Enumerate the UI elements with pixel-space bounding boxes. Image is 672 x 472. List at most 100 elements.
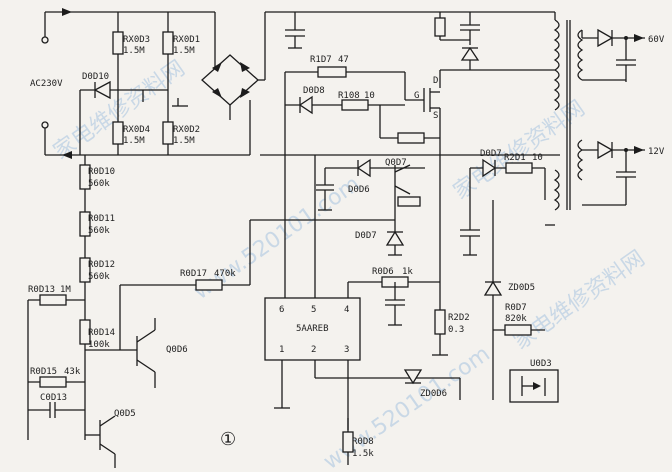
output-12v-label: 12V — [648, 147, 665, 157]
mosfet-gate-label: G — [414, 91, 419, 101]
transistor-q0d7 — [394, 164, 411, 195]
r0d12-ref: R0D12 — [88, 260, 115, 270]
resistor-r0d10 — [79, 164, 91, 190]
r0d12-val: 560k — [88, 272, 110, 282]
resistor-rx0d4 — [112, 121, 124, 145]
ic-pin5-label: 5 — [311, 305, 316, 315]
r0d10-ref: R0D10 — [88, 167, 115, 177]
ic-pin4-label: 4 — [344, 305, 349, 315]
zener-zd0d6 — [403, 369, 423, 385]
source-link-resistor — [397, 132, 425, 144]
diode-12v — [597, 140, 614, 160]
r2d1-ref: R2D1 — [504, 153, 526, 163]
q0d6-label: Q0D6 — [166, 345, 188, 355]
rx0d4-val: 1.5M — [123, 136, 145, 146]
r2d2-ref: R2D2 — [448, 313, 470, 323]
figure-number: ① — [220, 429, 236, 450]
transistor-q0d5 — [85, 415, 116, 468]
resistor-r0d13 — [39, 294, 67, 306]
r0d8-val: 1.5k — [352, 449, 374, 459]
r0d7-ref: R0D7 — [505, 303, 527, 313]
zd0d6-label: ZD0D6 — [420, 389, 447, 399]
rx0d2-ref: RX0D2 — [173, 125, 200, 135]
ic-pin2-label: 2 — [311, 345, 316, 355]
ac-input: AC230V — [30, 8, 85, 159]
ic-pin3-label: 3 — [344, 345, 349, 355]
rx0d4-ref: RX0D4 — [123, 125, 150, 135]
r1d7-ref: R1D7 — [310, 55, 332, 65]
q0d7-base-resistor — [397, 196, 421, 207]
ic-pin1-label: 1 — [279, 345, 284, 355]
watermark-cn-2: 家电维修资料网 — [509, 246, 650, 355]
resistor-r0d8 — [342, 431, 354, 453]
resistor-rx0d2 — [162, 121, 174, 145]
diode-d0d8 — [298, 95, 313, 115]
mosfet-source-label: S — [433, 111, 438, 121]
u0d3-label: U0D3 — [530, 359, 552, 369]
mosfet-drain-label: D — [433, 76, 438, 86]
resistor-r0d14 — [79, 319, 91, 345]
diode-d0d6 — [356, 158, 371, 178]
diode-d0d7-zener — [385, 230, 405, 246]
r2d2-val: 0.3 — [448, 325, 464, 335]
r0d17-val: 470k — [214, 269, 236, 279]
resistor-r2d1 — [505, 162, 533, 174]
resistor-rx0d3 — [112, 31, 124, 55]
rx0d3-val: 1.5M — [123, 46, 145, 56]
r0d14-ref: R0D14 — [88, 328, 115, 338]
snubber-diode — [460, 46, 480, 61]
r0d7-val: 820k — [505, 314, 527, 324]
mosfet — [405, 70, 441, 138]
rx0d2-val: 1.5M — [173, 136, 195, 146]
r1d7-val: 47 — [338, 55, 349, 65]
diode-d0d10 — [93, 80, 111, 100]
ic-name-label: 5AAREB — [296, 324, 329, 334]
r0d15-val: 43k — [64, 367, 81, 377]
r0d8-ref: R0D8 — [352, 437, 374, 447]
transistor-q0d6 — [136, 318, 156, 388]
bridge-rectifier — [201, 54, 259, 106]
ic-5aareb — [264, 297, 361, 361]
ic-pin6-label: 6 — [279, 305, 284, 315]
rx0d1-val: 1.5M — [173, 46, 195, 56]
r2d1-val: 10 — [532, 153, 543, 163]
r0d17-ref: R0D17 — [180, 269, 207, 279]
resistor-r1d7 — [317, 66, 347, 78]
r0d11-ref: R0D11 — [88, 214, 115, 224]
resistor-r0d11 — [79, 211, 91, 237]
d0d10-label: D0D10 — [82, 72, 109, 82]
optocoupler-u0d3 — [509, 369, 559, 403]
q0d5-label: Q0D5 — [114, 409, 136, 419]
d0d7a-label: D0D7 — [355, 231, 377, 241]
bulk-capacitor — [285, 29, 305, 49]
transformer — [553, 19, 584, 211]
diode-60v — [597, 28, 614, 48]
output-60v-label: 60V — [648, 35, 665, 45]
r0d15-ref: R0D15 — [30, 367, 57, 377]
ground-symbol — [172, 98, 188, 107]
resistor-r0d17 — [195, 279, 223, 291]
q0d7-label: Q0D7 — [385, 158, 407, 168]
r0d13-ref: R0D13 — [28, 285, 55, 295]
d0d6-label: D0D6 — [348, 185, 370, 195]
r0d11-val: 560k — [88, 226, 110, 236]
rx0d1-ref: RX0D1 — [173, 35, 200, 45]
d0d8-label: D0D8 — [303, 86, 325, 96]
r0d10-val: 560k — [88, 179, 110, 189]
r0d14-val: 100k — [88, 340, 110, 350]
zd0d5-label: ZD0D5 — [508, 283, 535, 293]
c0d13-label: C0D13 — [40, 393, 67, 403]
r0d6-ref: R0D6 — [372, 267, 394, 277]
resistor-r108 — [341, 99, 369, 111]
resistor-r0d12 — [79, 257, 91, 283]
resistor-r0d7 — [504, 324, 532, 336]
resistor-r2d2 — [434, 309, 446, 335]
r108-val: 10 — [364, 91, 375, 101]
snubber-resistor — [434, 17, 446, 37]
resistor-rx0d1 — [162, 31, 174, 55]
d0d7b-label: D0D7 — [480, 149, 502, 159]
r0d13-val: 1M — [60, 285, 71, 295]
rx0d3-ref: RX0D3 — [123, 35, 150, 45]
